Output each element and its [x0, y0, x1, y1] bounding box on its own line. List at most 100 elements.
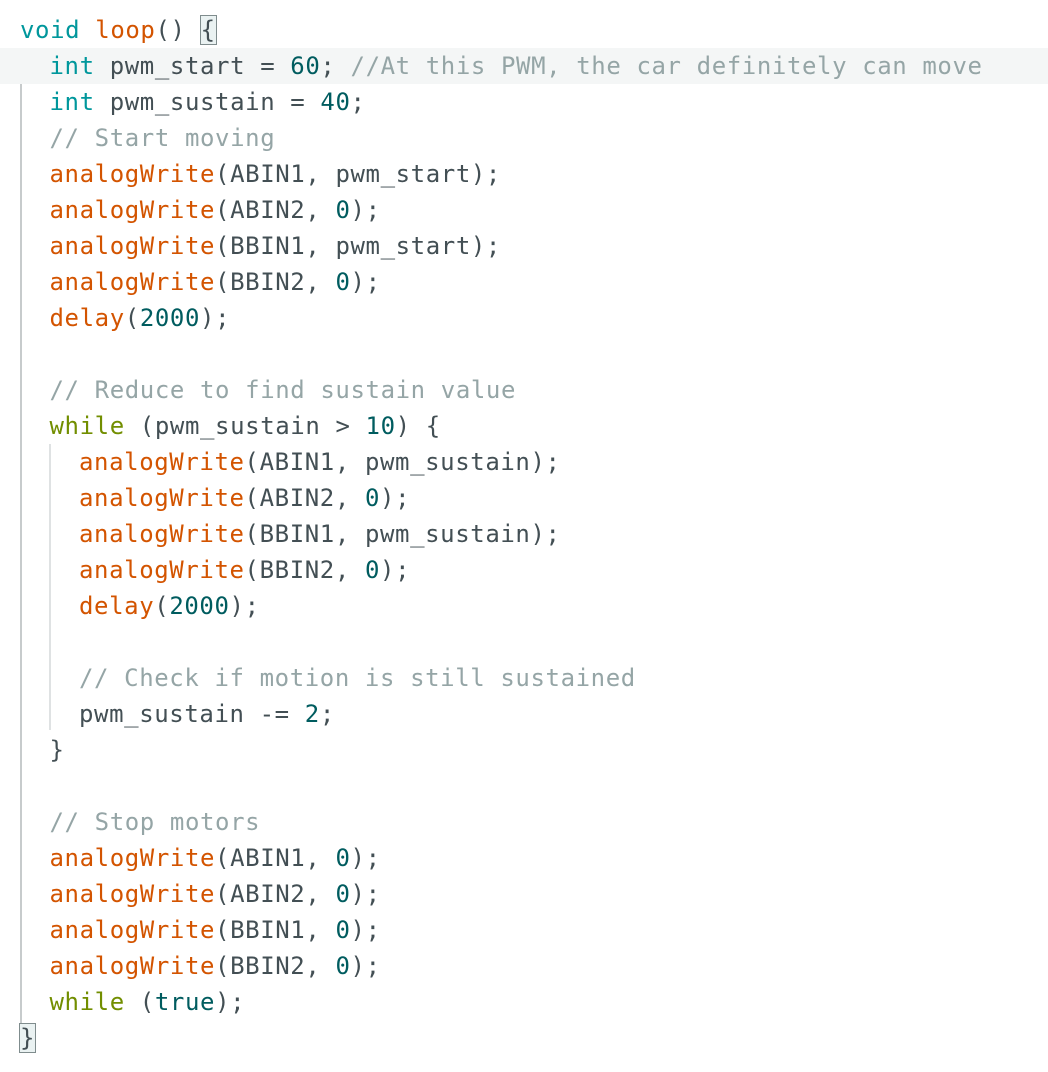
- code-token: delay: [49, 304, 125, 332]
- code-token: );: [350, 196, 381, 224]
- code-token: );: [380, 484, 411, 512]
- code-token: (BBIN2,: [215, 952, 336, 980]
- code-token: }: [49, 736, 65, 764]
- code-line[interactable]: int pwm_start = 60; //At this PWM, the c…: [0, 48, 1048, 84]
- code-token: analogWrite: [49, 880, 216, 908]
- code-line[interactable]: analogWrite(ABIN2, 0);: [0, 480, 1048, 516]
- code-token: 0: [335, 268, 351, 296]
- code-token: (pwm_sustain >: [124, 412, 366, 440]
- code-line[interactable]: }: [0, 732, 1048, 768]
- code-line[interactable]: analogWrite(ABIN2, 0);: [0, 192, 1048, 228]
- code-line[interactable]: analogWrite(ABIN1, pwm_sustain);: [0, 444, 1048, 480]
- code-token: analogWrite: [49, 916, 216, 944]
- code-token: while: [49, 412, 125, 440]
- code-token: (: [154, 592, 170, 620]
- code-token: );: [350, 916, 381, 944]
- code-token: (BBIN1, pwm_sustain);: [244, 520, 561, 548]
- code-token: pwm_start =: [94, 52, 291, 80]
- indent-guide-while: [49, 444, 51, 730]
- code-token: (ABIN1,: [215, 844, 336, 872]
- code-token: // Stop motors: [49, 808, 261, 836]
- code-line[interactable]: analogWrite(BBIN2, 0);: [0, 264, 1048, 300]
- code-token: (BBIN2,: [244, 556, 365, 584]
- code-line[interactable]: delay(2000);: [0, 588, 1048, 624]
- code-token: analogWrite: [49, 844, 216, 872]
- code-token: //At this PWM, the car definitely can mo…: [350, 52, 983, 80]
- code-token: );: [350, 952, 381, 980]
- indent-guide-function: [20, 48, 22, 1044]
- code-line[interactable]: while (true);: [0, 984, 1048, 1020]
- code-token: analogWrite: [79, 520, 245, 548]
- code-token: int: [49, 52, 95, 80]
- code-line[interactable]: analogWrite(BBIN1, pwm_start);: [0, 228, 1048, 264]
- code-token: (): [155, 16, 201, 44]
- code-line[interactable]: analogWrite(BBIN1, 0);: [0, 912, 1048, 948]
- code-token: delay: [79, 592, 155, 620]
- code-line[interactable]: analogWrite(ABIN1, 0);: [0, 840, 1048, 876]
- code-line[interactable]: [0, 624, 1048, 660]
- code-token: (ABIN1, pwm_sustain);: [244, 448, 561, 476]
- code-token: 0: [335, 844, 351, 872]
- code-token: 0: [335, 952, 351, 980]
- code-token: ;: [319, 700, 335, 728]
- code-line[interactable]: analogWrite(BBIN2, 0);: [0, 552, 1048, 588]
- code-line[interactable]: [0, 768, 1048, 804]
- code-token: );: [229, 592, 260, 620]
- code-line[interactable]: delay(2000);: [0, 300, 1048, 336]
- code-token: 2: [304, 700, 320, 728]
- code-token: (: [124, 988, 155, 1016]
- code-token: (ABIN2,: [244, 484, 365, 512]
- code-token: 0: [335, 196, 351, 224]
- code-line[interactable]: analogWrite(ABIN1, pwm_start);: [0, 156, 1048, 192]
- code-token: ;: [350, 88, 366, 116]
- code-token: 0: [364, 556, 381, 584]
- code-token: );: [380, 556, 411, 584]
- code-line[interactable]: pwm_sustain -= 2;: [0, 696, 1048, 732]
- code-token: analogWrite: [79, 484, 245, 512]
- code-line[interactable]: // Stop motors: [0, 804, 1048, 840]
- code-line[interactable]: analogWrite(ABIN2, 0);: [0, 876, 1048, 912]
- code-token: true: [154, 988, 216, 1016]
- code-token: // Reduce to find sustain value: [49, 376, 517, 404]
- code-line[interactable]: analogWrite(BBIN2, 0);: [0, 948, 1048, 984]
- code-token: pwm_sustain -=: [79, 700, 305, 728]
- code-token: (: [124, 304, 140, 332]
- code-line[interactable]: int pwm_sustain = 40;: [0, 84, 1048, 120]
- code-token: 40: [320, 88, 351, 116]
- code-token: analogWrite: [49, 952, 216, 980]
- code-line[interactable]: analogWrite(BBIN1, pwm_sustain);: [0, 516, 1048, 552]
- code-token: (BBIN2,: [215, 268, 336, 296]
- code-line[interactable]: [0, 336, 1048, 372]
- code-token: );: [200, 304, 231, 332]
- code-token: pwm_sustain =: [94, 88, 321, 116]
- code-line[interactable]: while (pwm_sustain > 10) {: [0, 408, 1048, 444]
- code-token: analogWrite: [49, 160, 216, 188]
- code-token: );: [350, 268, 381, 296]
- code-line[interactable]: void loop() {: [0, 12, 1048, 48]
- matched-bracket: {: [199, 15, 217, 45]
- code-token: void: [20, 16, 81, 44]
- code-token: // Check if motion is still sustained: [79, 664, 636, 692]
- code-token: 0: [335, 880, 351, 908]
- code-token: analogWrite: [49, 232, 216, 260]
- code-token: );: [215, 988, 246, 1016]
- code-token: ) {: [395, 412, 441, 440]
- code-line[interactable]: // Start moving: [0, 120, 1048, 156]
- code-token: (BBIN1, pwm_start);: [215, 232, 501, 260]
- code-token: (ABIN2,: [215, 880, 336, 908]
- code-token: );: [350, 880, 381, 908]
- code-token: 0: [364, 484, 381, 512]
- code-line[interactable]: // Reduce to find sustain value: [0, 372, 1048, 408]
- code-token: analogWrite: [49, 268, 216, 296]
- code-token: 2000: [139, 304, 201, 332]
- code-token: loop: [95, 16, 156, 44]
- code-token: (BBIN1,: [215, 916, 336, 944]
- code-token: while: [49, 988, 125, 1016]
- code-line[interactable]: }: [0, 1020, 1048, 1056]
- code-token: (ABIN1, pwm_start);: [215, 160, 501, 188]
- code-line[interactable]: // Check if motion is still sustained: [0, 660, 1048, 696]
- code-token: 60: [290, 52, 321, 80]
- code-token: int: [49, 88, 95, 116]
- code-token: [80, 16, 95, 44]
